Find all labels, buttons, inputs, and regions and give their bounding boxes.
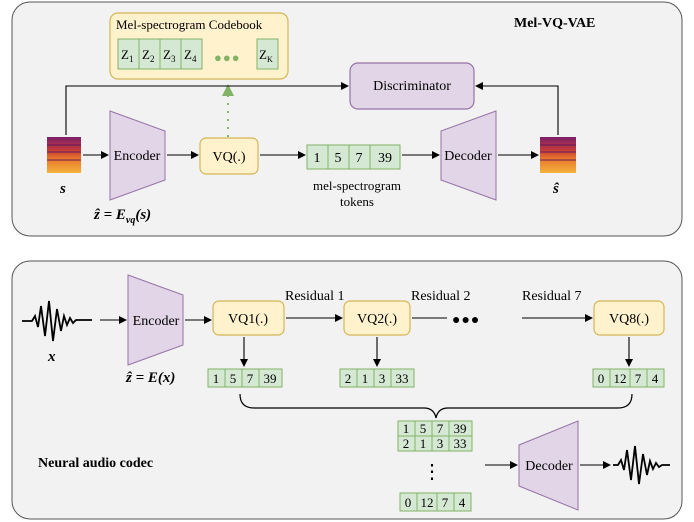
top-decoder-shape xyxy=(440,110,497,201)
codebook: Mel-spectrogram Codebook Z1 Z2 Z3 Z4 ZK … xyxy=(109,12,289,80)
panel-title: Mel-VQ-VAE xyxy=(514,16,595,31)
bottom-latent-equation: ẑ = E(x) xyxy=(125,370,175,386)
svg-text:1: 1 xyxy=(362,371,369,386)
svg-text:Z4: Z4 xyxy=(184,47,197,64)
discriminator-box xyxy=(349,62,475,110)
svg-text:Z1: Z1 xyxy=(121,47,133,64)
svg-text:5: 5 xyxy=(420,421,427,436)
svg-text:33: 33 xyxy=(454,436,467,451)
svg-text:33: 33 xyxy=(396,371,409,386)
svg-text:0: 0 xyxy=(405,495,412,510)
top-latent-equation: ẑ = Evq(s) xyxy=(93,207,151,226)
bottom-input-symbol: x xyxy=(47,349,56,365)
svg-text:12: 12 xyxy=(421,495,434,510)
svg-text:4: 4 xyxy=(652,371,659,386)
panel-title: Neural audio codec xyxy=(38,456,153,471)
svg-text:ZK: ZK xyxy=(259,47,273,64)
svg-text:Z2: Z2 xyxy=(142,47,154,64)
top-vq-label: VQ(.) xyxy=(212,150,245,165)
svg-text:7: 7 xyxy=(356,151,363,166)
arrow-output-discriminator xyxy=(475,82,559,135)
top-encoder-label: Encoder xyxy=(114,149,161,164)
tokens-caption-line1: mel-spectrogram xyxy=(313,178,401,193)
codebook-ellipsis: ●●● xyxy=(214,50,241,65)
discriminator-label: Discriminator xyxy=(373,79,451,94)
svg-text:7: 7 xyxy=(635,371,642,386)
output-symbol: ŝ xyxy=(552,181,560,197)
svg-text:2: 2 xyxy=(403,436,410,451)
mel-vq-vae-panel: Mel-VQ-VAE Mel-spectrogram Codebook Z1 Z… xyxy=(11,1,683,237)
vq-chain-ellipsis: ●●● xyxy=(452,313,480,328)
top-decoder-label: Decoder xyxy=(444,149,492,164)
vq2-label: VQ2(.) xyxy=(357,312,397,327)
tokens-caption-line2: tokens xyxy=(340,194,374,209)
svg-text:5: 5 xyxy=(230,371,237,386)
output-spectrogram xyxy=(540,137,576,173)
top-encoder-shape xyxy=(109,110,166,201)
svg-text:7: 7 xyxy=(442,495,449,510)
svg-text:7: 7 xyxy=(437,421,444,436)
vq1-label: VQ1(.) xyxy=(228,312,268,327)
svg-text:3: 3 xyxy=(379,371,386,386)
bottom-encoder-shape xyxy=(127,274,184,366)
vq1-tokens: 1 5 7 39 xyxy=(207,368,283,388)
vq1-box xyxy=(212,300,285,336)
svg-text:Z3: Z3 xyxy=(163,47,176,64)
svg-text:39: 39 xyxy=(378,151,392,166)
output-waveform-icon xyxy=(613,445,670,485)
matrix-vdots: ⋮ xyxy=(422,461,442,483)
bottom-decoder-label: Decoder xyxy=(525,459,573,474)
svg-text:3: 3 xyxy=(437,436,444,451)
vq8-label: VQ8(.) xyxy=(609,312,649,327)
svg-text:39: 39 xyxy=(454,421,467,436)
bottom-decoder-shape xyxy=(518,420,579,511)
input-symbol: s xyxy=(59,181,66,197)
vq8-tokens: 0 12 7 4 xyxy=(592,368,665,388)
top-vq-box xyxy=(199,137,259,175)
vq2-box xyxy=(343,300,411,336)
svg-text:7: 7 xyxy=(247,371,254,386)
svg-text:0: 0 xyxy=(598,371,605,386)
neural-codec-panel: x Encoder ẑ = E(x) VQ1(.) VQ2(.) VQ8(.) … xyxy=(11,260,683,520)
codebook-title: Mel-spectrogram Codebook xyxy=(116,17,263,32)
svg-text:1: 1 xyxy=(420,436,427,451)
bottom-encoder-label: Encoder xyxy=(133,314,180,329)
token-stack-brace xyxy=(239,393,633,419)
vq2-tokens: 2 1 3 33 xyxy=(339,368,415,388)
svg-text:5: 5 xyxy=(335,151,342,166)
arrow-input-discriminator xyxy=(65,82,349,135)
input-spectrogram xyxy=(47,137,81,173)
svg-text:2: 2 xyxy=(345,371,352,386)
svg-text:1: 1 xyxy=(213,371,220,386)
residual-2-label: Residual 2 xyxy=(411,289,471,304)
svg-text:4: 4 xyxy=(459,495,466,510)
residual-1-label: Residual 1 xyxy=(285,289,345,304)
svg-text:12: 12 xyxy=(614,371,627,386)
input-waveform-icon xyxy=(22,300,92,342)
svg-text:1: 1 xyxy=(314,151,321,166)
token-matrix: 1 5 7 39 2 1 3 33 ⋮ 0 12 7 4 xyxy=(397,420,473,512)
codebook-cells: Z1 Z2 Z3 Z4 ZK xyxy=(117,38,279,70)
svg-text:1: 1 xyxy=(403,421,410,436)
svg-text:39: 39 xyxy=(264,371,277,386)
vq8-box xyxy=(593,300,665,336)
residual-7-label: Residual 7 xyxy=(522,289,582,304)
mel-tokens: 1 5 7 39 xyxy=(306,144,401,170)
